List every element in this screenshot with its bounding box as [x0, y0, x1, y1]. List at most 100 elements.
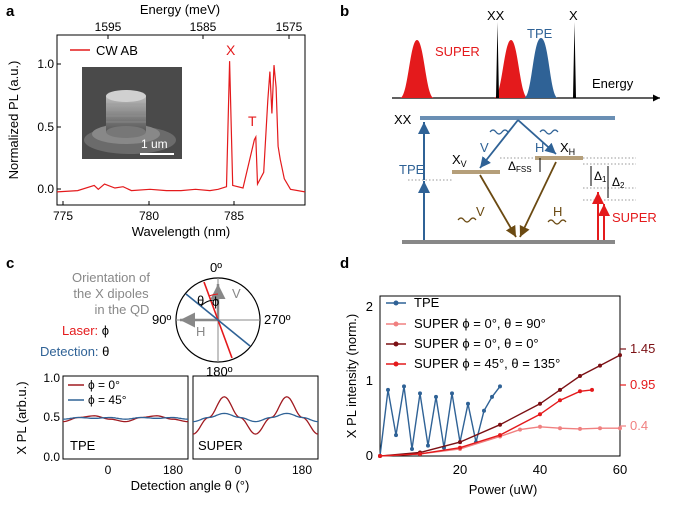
x-tick-label: 0: [105, 463, 112, 477]
data-point-super-phi45-theta135: [590, 387, 594, 392]
data-point-tpe: [410, 447, 414, 451]
spectrum-label-super: SUPER: [435, 44, 480, 59]
y-tick-label: 0.5: [43, 410, 60, 424]
data-point-tpe: [434, 394, 438, 399]
delta1-label: Δ1: [594, 169, 607, 184]
panel-c-right-plot-frame: [192, 375, 319, 460]
legend-label-phi45: ϕ = 45°: [88, 393, 127, 407]
super-phi45-curve: [192, 412, 319, 423]
legend-marker-tpe: [393, 300, 399, 306]
peak-label-x: X: [226, 42, 236, 58]
panel-a-y-tick-labels: 0.0 0.5 1.0: [37, 57, 54, 196]
data-point-super-phi45-theta135: [558, 398, 562, 403]
panel-a-axis-ticks: [57, 35, 290, 205]
x-tick-label: 60: [613, 462, 627, 477]
end-label-1-45: 1.45: [630, 341, 655, 356]
panel-c-letter: c: [6, 255, 14, 272]
x-emission-line: [570, 22, 579, 98]
scale-bar-label: 1 um: [141, 137, 168, 151]
panel-d-ylabel: X PL intensity (norm.): [344, 314, 359, 439]
y-tick-label: 0: [366, 448, 373, 463]
data-point-super-phi45-theta135: [418, 451, 422, 456]
x-tick-label: 775: [53, 209, 73, 223]
photon-label-h-lower: H: [553, 204, 562, 219]
delta-fss-label: ΔFSS: [508, 159, 532, 174]
panel-b-letter: b: [340, 3, 349, 20]
tpe-pulse-blue: [524, 38, 558, 98]
data-point-super-phi0-theta0: [458, 440, 462, 445]
orientation-line-3: in the QD: [95, 302, 150, 317]
series-line-super-phi45-theta135: [379, 389, 593, 457]
panel-d-y-tick-labels: 0 1 2: [366, 299, 373, 463]
xx-emission-line: [493, 22, 502, 98]
legend-label-tpe: TPE: [414, 295, 440, 310]
legend-label-super-0: SUPER ϕ = 0°, θ = 0°: [414, 336, 539, 351]
angle-90-label: 90º: [152, 312, 171, 327]
panel-d-x-tick-labels: 20 40 60: [453, 462, 627, 477]
xh-label: XH: [560, 140, 575, 157]
spectrum-label-tpe: TPE: [527, 26, 553, 41]
panel-a-x-tick-labels: 775 780 785: [53, 209, 244, 223]
data-point-super-phi0-theta0: [618, 353, 622, 358]
panel-a-letter: a: [6, 3, 15, 20]
circle-h-label: H: [196, 324, 205, 339]
x-tick-label: 180: [163, 463, 183, 477]
x-tick-label: 40: [533, 462, 547, 477]
sem-micropillar-image: 1 um: [82, 67, 182, 159]
super-pulse-red-2: [494, 40, 528, 98]
xv-to-ground-arrow: [479, 174, 517, 238]
spectrum-label-xx: XX: [487, 8, 505, 23]
xh-to-ground-arrow: [519, 161, 557, 238]
polar-orientation-diagram: θ ϕ V H: [175, 277, 261, 363]
data-point-tpe: [490, 394, 494, 399]
data-point-super-phi0-theta0: [598, 363, 602, 368]
super-level-label: SUPER: [612, 210, 657, 225]
end-label-0-95: 0.95: [630, 377, 655, 392]
data-point-tpe: [498, 384, 502, 389]
top-tick-label: 1595: [95, 20, 122, 34]
data-point-super-phi45-theta135: [498, 433, 502, 438]
data-point-super-phi0-theta90: [598, 426, 602, 431]
data-point-super-phi45-theta135: [378, 454, 382, 458]
panel-c-x-tick-labels: 0 180 0 180: [105, 463, 313, 477]
data-point-super-phi45-theta135: [458, 445, 462, 450]
super-phi0-curve: [192, 396, 319, 435]
data-point-super-phi45-theta135: [538, 412, 542, 417]
top-tick-label: 1575: [276, 20, 303, 34]
panel-c-xlabel: Detection angle θ (°): [131, 478, 250, 493]
data-point-tpe: [426, 443, 430, 448]
data-point-tpe: [386, 387, 390, 392]
tpe-subplot-tag: TPE: [70, 438, 96, 453]
x-tick-label: 20: [453, 462, 467, 477]
xv-label: XV: [452, 152, 467, 169]
data-point-super-phi0-theta90: [618, 426, 622, 431]
data-point-super-phi0-theta90: [558, 426, 562, 431]
legend-label-super-45: SUPER ϕ = 45°, θ = 135°: [414, 356, 560, 371]
circle-theta-label: θ: [197, 293, 204, 308]
photon-label-v-lower: V: [476, 204, 485, 219]
legend-marker-super-45: [393, 361, 399, 367]
legend-marker-super-90: [393, 321, 399, 327]
y-tick-label: 1.0: [43, 371, 60, 385]
photon-label-v-upper: V: [480, 140, 489, 155]
panel-a-top-axis-label: Energy (meV): [140, 2, 220, 17]
data-point-super-phi0-theta90: [518, 427, 522, 432]
angle-270-label: 270º: [264, 312, 291, 327]
photon-h-lower: [547, 219, 567, 225]
circle-phi-label: ϕ: [212, 294, 219, 309]
data-point-tpe: [450, 391, 454, 396]
panel-d-letter: d: [340, 255, 349, 272]
end-value-labels: 1.45 0.95 0.4: [620, 341, 655, 433]
data-point-tpe: [402, 384, 406, 389]
legend-label-cw-ab: CW AB: [96, 43, 138, 58]
xx-to-xv-arrow: [479, 119, 519, 169]
panel-c-y-tick-labels: 0.0 0.5 1.0: [43, 371, 60, 464]
peak-label-t: T: [248, 113, 257, 129]
data-point-tpe: [418, 391, 422, 396]
panel-a-plot-frame: [56, 34, 306, 206]
panel-d-plot-frame: [379, 295, 621, 457]
y-tick-label: 0.5: [37, 120, 54, 134]
y-tick-label: 1: [366, 373, 373, 388]
y-tick-label: 0.0: [37, 182, 54, 196]
data-point-super-phi0-theta90: [578, 426, 582, 431]
